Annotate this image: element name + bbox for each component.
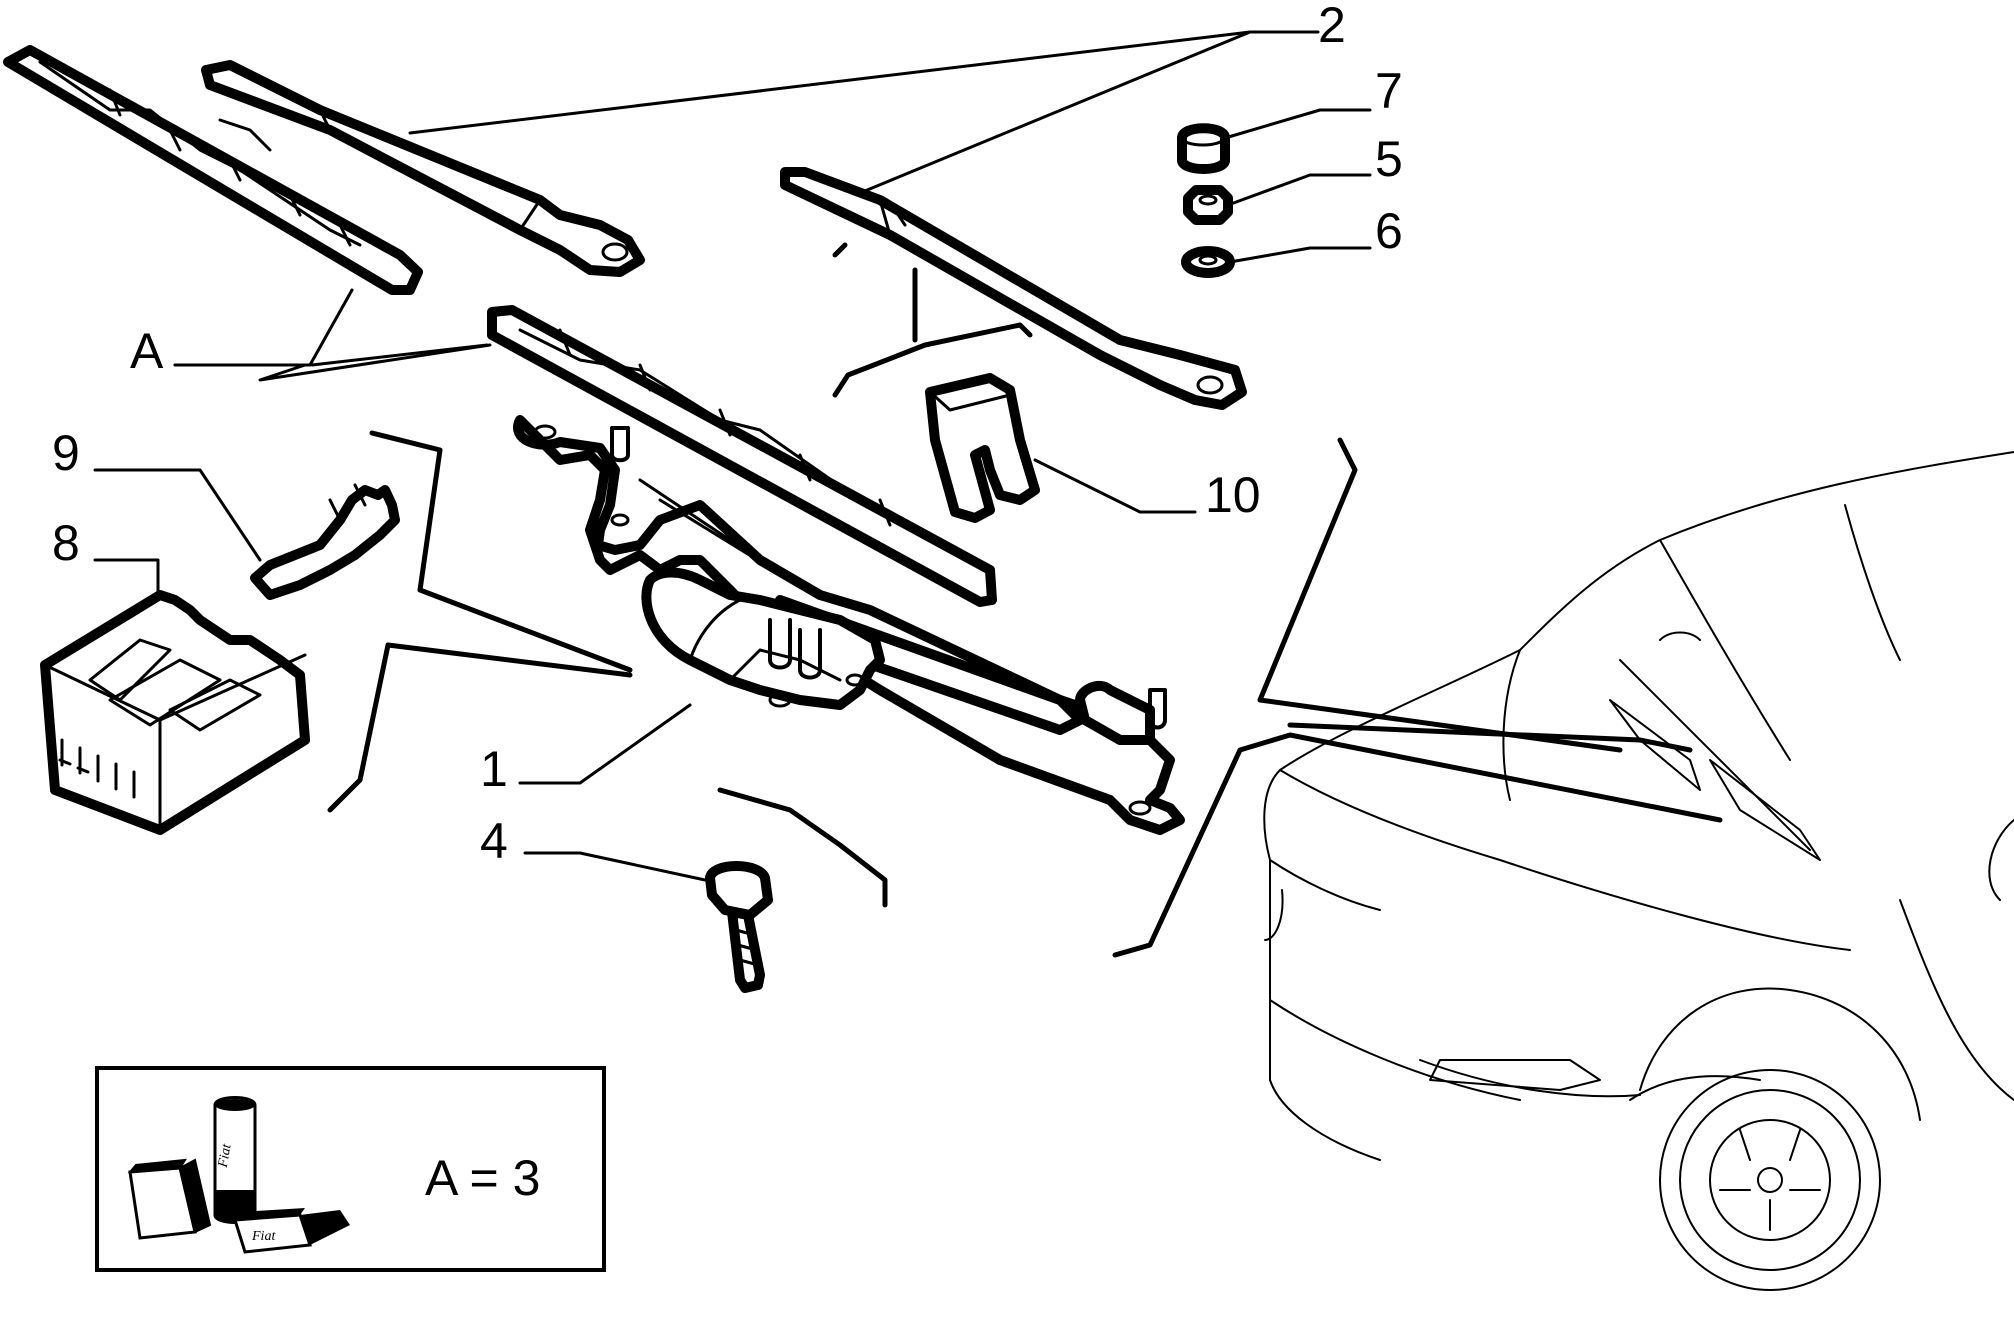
- washer-icon: [1181, 246, 1235, 278]
- lubricant-kit-box: Fiat Fiat A = 3: [95, 1066, 606, 1272]
- callout-1: 1: [480, 741, 508, 797]
- car-icon: [1263, 451, 2014, 1291]
- screw-icon: [705, 861, 773, 993]
- wiper-motor-icon: [641, 567, 885, 710]
- wiper-blade-icon: [487, 305, 997, 607]
- callout-7: 7: [1375, 63, 1403, 119]
- kit-logo-text: Fiat: [216, 1142, 235, 1170]
- nut-icon: [1183, 185, 1233, 225]
- kit-formula: A = 3: [425, 1150, 540, 1206]
- callout-5: 5: [1375, 131, 1403, 187]
- callout-8: 8: [52, 515, 80, 571]
- callout-2: 2: [1318, 0, 1346, 53]
- leader-lines: [93, 30, 1372, 882]
- callout-labels: 2 7 5 6 A 10 9 8 1 4: [52, 0, 1403, 869]
- callout-9: 9: [52, 425, 80, 481]
- callout-10: 10: [1205, 467, 1261, 523]
- lubricant-kit-icon: Fiat Fiat: [127, 1096, 350, 1254]
- terminal-icon: [250, 483, 400, 600]
- kit-logo-text-2: Fiat: [251, 1229, 276, 1244]
- cover-icon: [925, 373, 1040, 523]
- wiper-arm-icon: [780, 167, 1247, 410]
- wiper-blade-icon: [3, 45, 423, 295]
- wiper-arm-icon: [201, 60, 645, 277]
- callout-4: 4: [480, 813, 508, 869]
- cap-icon: [1177, 123, 1230, 174]
- callout-A: A: [130, 323, 164, 379]
- callout-6: 6: [1375, 203, 1403, 259]
- bracket-markers: [327, 242, 1723, 958]
- connector-housing-icon: [40, 590, 310, 835]
